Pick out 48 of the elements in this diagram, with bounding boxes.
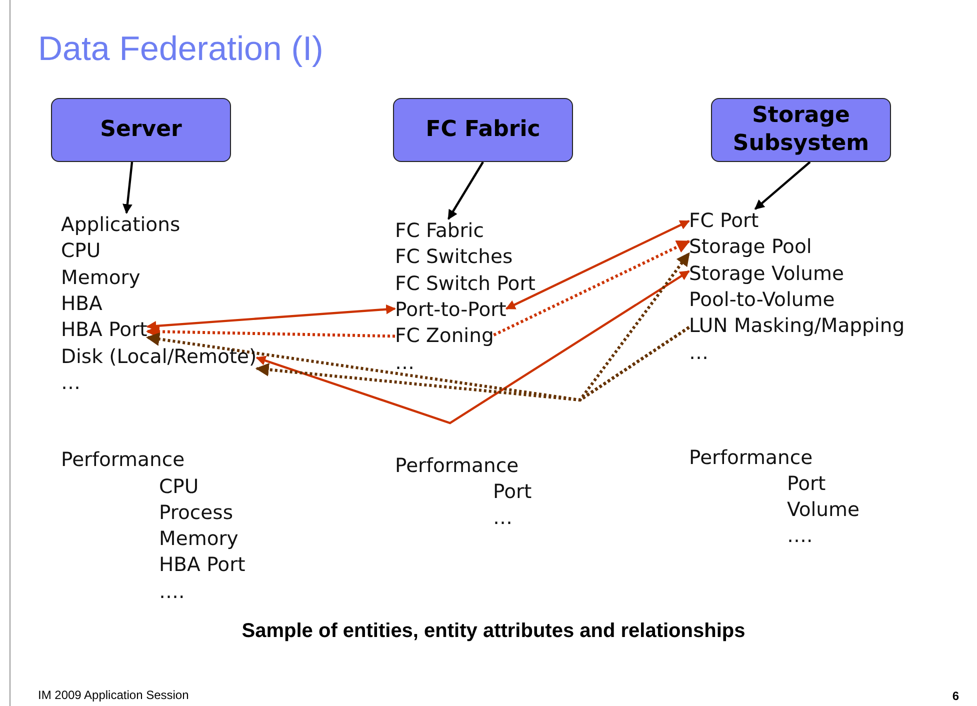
entity-text: Storage Pool — [689, 235, 812, 260]
entity-text: … — [61, 370, 80, 395]
attribute-text: …. — [159, 580, 185, 604]
attribute-text: …. — [787, 524, 813, 548]
dotted-arrow — [493, 240, 690, 336]
arrow — [122, 162, 134, 214]
section-heading: Performance — [689, 446, 813, 470]
entity-text: … — [395, 350, 414, 374]
attribute-text: Port — [787, 472, 826, 496]
entity-text: LUN Masking/Mapping — [689, 314, 905, 338]
category-box: FC Fabric — [393, 98, 573, 162]
arrow — [146, 304, 396, 331]
attribute-text: Volume — [787, 498, 860, 522]
entity-text: HBA Port — [61, 318, 148, 342]
footer-text: IM 2009 Application Session — [38, 688, 189, 702]
page-number: 6 — [952, 689, 959, 703]
arrow — [754, 161, 811, 210]
category-box: Storage Subsystem — [711, 98, 891, 162]
entity-text: FC Switch Port — [395, 272, 536, 296]
entity-text: FC Switches — [395, 245, 513, 270]
caption: Sample of entities, entity attributes and relationships — [240, 620, 746, 643]
entity-text: … — [689, 340, 708, 364]
entity-text: Memory — [61, 266, 140, 290]
dotted-arrow — [578, 252, 690, 402]
entity-text: HBA — [61, 292, 102, 316]
arrow — [447, 161, 484, 220]
arrow — [505, 220, 690, 310]
section-heading: Performance — [61, 448, 185, 472]
entity-text: FC Port — [689, 209, 759, 233]
entity-text: Storage Volume — [689, 262, 844, 286]
attribute-text: Process — [159, 501, 233, 525]
entity-text: FC Zoning — [395, 324, 494, 348]
attribute-text: Port — [493, 480, 532, 504]
entity-text: Pool-to-Volume — [689, 288, 835, 312]
entity-text: Port-to-Port — [395, 298, 506, 322]
dotted-arrow — [146, 324, 396, 338]
attribute-text: Memory — [159, 527, 238, 551]
entity-text: Applications — [61, 213, 180, 237]
slide-title: Data Federation (I) — [38, 30, 324, 69]
section-heading: Performance — [395, 454, 519, 478]
attribute-text: CPU — [159, 475, 199, 499]
entity-text: FC Fabric — [395, 219, 484, 243]
arrow — [256, 270, 690, 424]
entity-text: CPU — [61, 239, 101, 264]
category-box: Server — [51, 98, 231, 162]
entity-text: Disk (Local/Remote) — [61, 344, 257, 368]
attribute-text: HBA Port — [159, 553, 246, 577]
attribute-text: … — [493, 506, 512, 530]
